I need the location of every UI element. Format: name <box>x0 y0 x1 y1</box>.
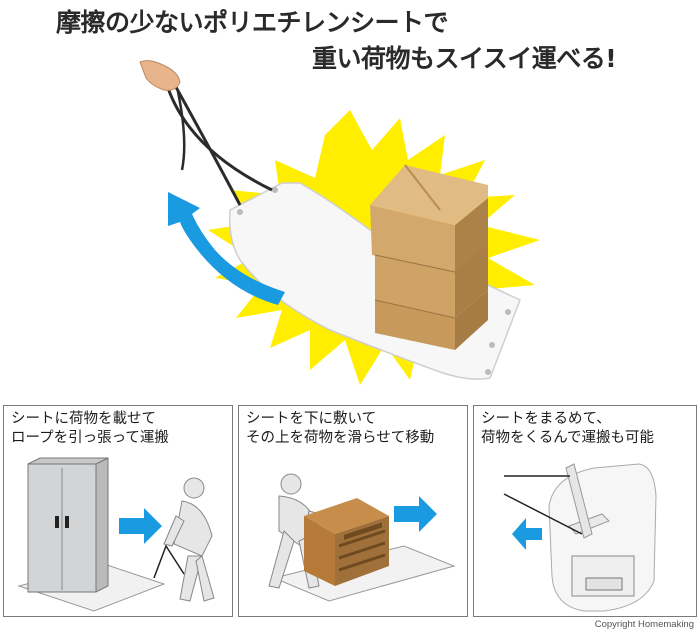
handle-icon <box>55 516 59 528</box>
panel-caption-line-1: シートに荷物を載せて <box>11 411 156 427</box>
rope <box>176 91 186 171</box>
grommet-icon <box>485 369 491 375</box>
headline-line-2: 重い荷物もスイスイ運べる! <box>312 44 617 73</box>
headline-line-1: 摩擦の少ないポリエチレンシートで <box>56 8 449 37</box>
panel-caption-line-1: シートをまるめて、 <box>481 411 611 427</box>
usage-panel-slide: シートを下に敷いて その上を荷物を滑らせて移動 <box>238 405 468 617</box>
rope <box>166 87 273 192</box>
usage-panel-pull: シートに荷物を載せて ロープを引っ張って運搬 <box>3 405 233 617</box>
hand <box>139 60 181 91</box>
handle-icon <box>65 516 69 528</box>
rope <box>170 79 242 206</box>
blue-curved-arrow-icon <box>168 192 285 305</box>
worker-figure <box>163 477 215 602</box>
arrow-right-icon <box>119 508 162 544</box>
arrow-left-icon <box>512 518 542 550</box>
hero-illustration <box>139 60 540 385</box>
wrap-illustration <box>503 463 657 612</box>
grommet-icon <box>505 309 511 315</box>
copyright-text: Copyright Homemaking <box>594 619 694 630</box>
slide-illustration <box>268 473 456 602</box>
grommet-icon <box>489 342 495 348</box>
grommet-icon <box>272 187 278 193</box>
arrow-right-icon <box>394 496 437 532</box>
panel-caption-line-2: その上を荷物を滑らせて移動 <box>246 430 435 446</box>
grommet-icon <box>237 209 243 215</box>
panel-caption-line-2: 荷物をくるんで運搬も可能 <box>481 430 654 446</box>
cardboard-boxes <box>370 164 488 350</box>
panel-caption-line-2: ロープを引っ張って運搬 <box>11 430 169 446</box>
pull-illustration <box>17 457 215 612</box>
usage-panel-wrap: シートをまるめて、 荷物をくるんで運搬も可能 <box>473 405 697 617</box>
panel-caption-line-1: シートを下に敷いて <box>246 411 377 427</box>
